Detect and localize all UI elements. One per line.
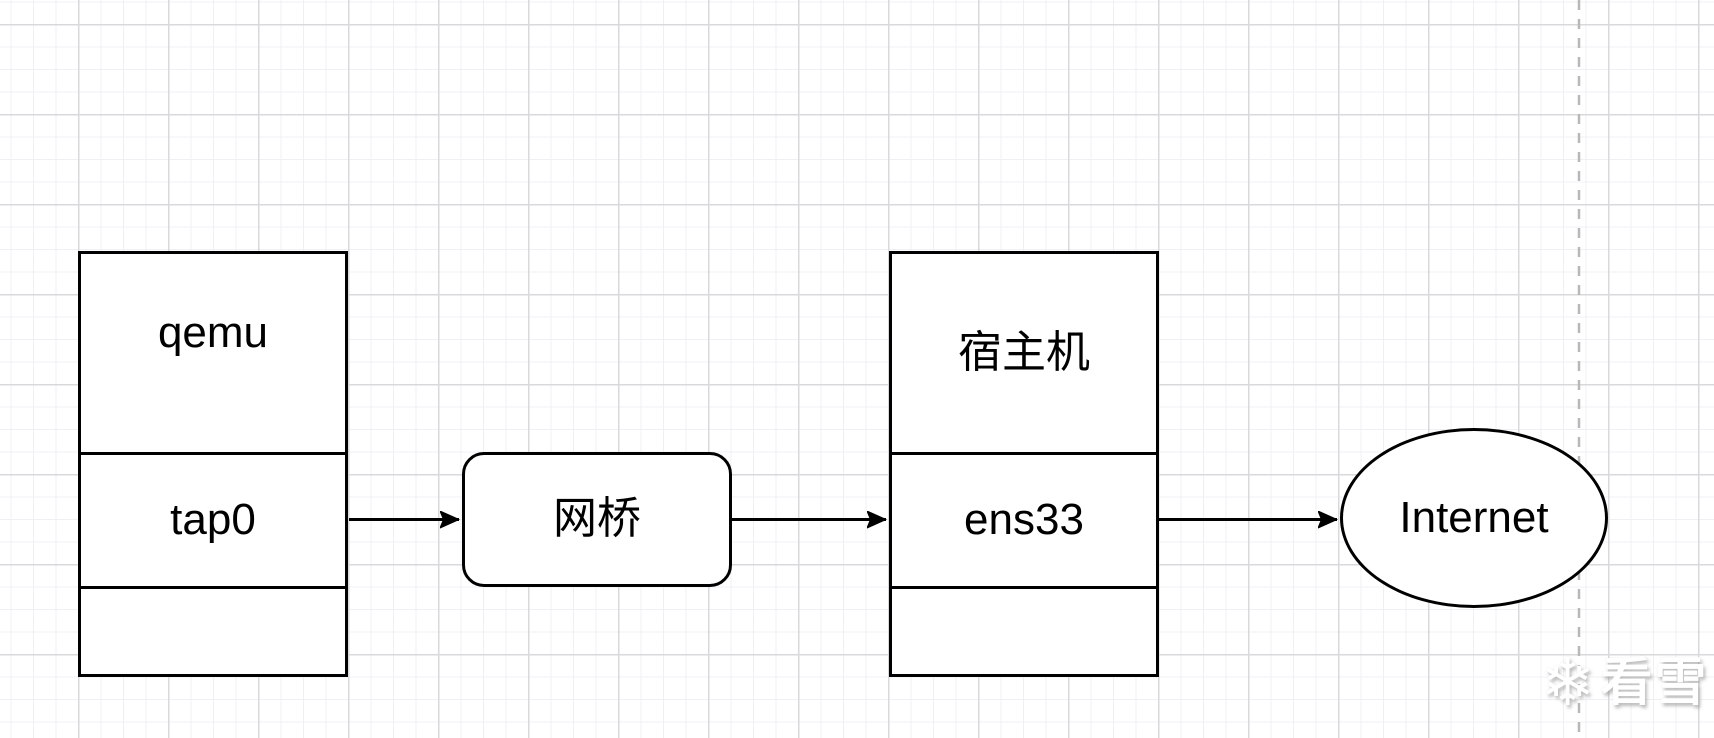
snowflake-icon: ❄ bbox=[1540, 644, 1596, 721]
kanxue-watermark: ❄ 看雪 bbox=[1540, 650, 1708, 716]
bridge-label: 网桥 bbox=[553, 494, 641, 544]
node-host: 宿主机 ens33 bbox=[889, 251, 1159, 677]
qemu-empty-section bbox=[81, 586, 345, 674]
host-ens33-section: ens33 bbox=[892, 452, 1156, 586]
qemu-label: qemu bbox=[157, 307, 269, 357]
ens33-label: ens33 bbox=[964, 495, 1084, 545]
node-internet: Internet bbox=[1340, 428, 1608, 608]
host-empty-section bbox=[892, 586, 1156, 674]
watermark-brand-text: 看雪 bbox=[1600, 654, 1709, 712]
qemu-title-section: qemu bbox=[81, 254, 345, 452]
internet-label: Internet bbox=[1399, 492, 1549, 542]
tap0-label: tap0 bbox=[170, 495, 256, 545]
node-qemu-vm: qemu tap0 bbox=[78, 251, 348, 677]
qemu-tap0-section: tap0 bbox=[81, 452, 345, 586]
host-label: 宿主机 bbox=[958, 327, 1090, 377]
node-bridge: 网桥 bbox=[462, 452, 732, 587]
host-title-section: 宿主机 bbox=[892, 254, 1156, 452]
